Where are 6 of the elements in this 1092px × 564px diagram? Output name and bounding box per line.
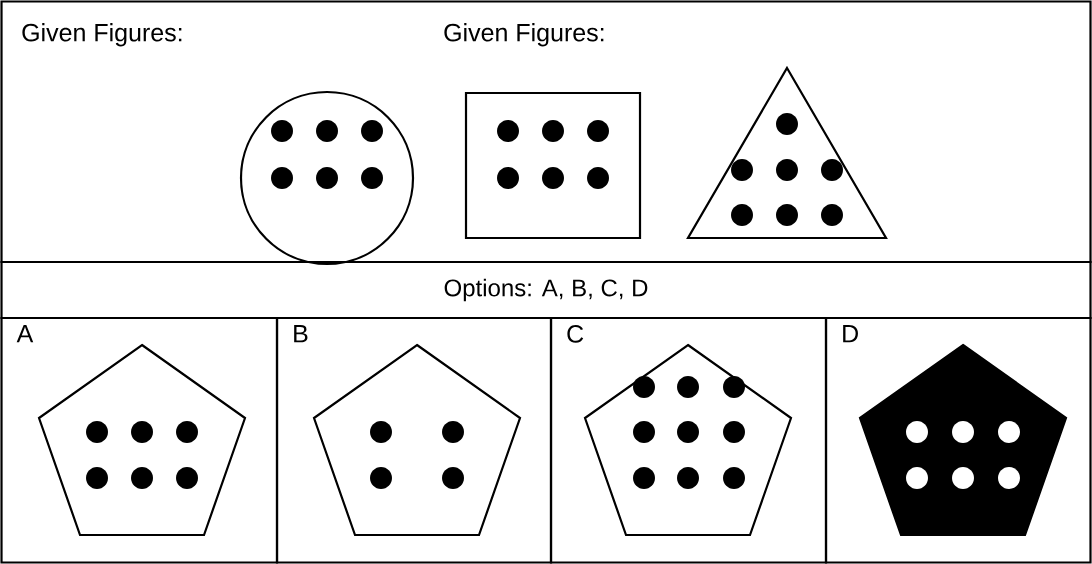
option-cell: B	[275, 316, 553, 564]
option-cell: D	[824, 316, 1092, 564]
option-cell: C	[549, 316, 828, 564]
option-cell: A	[0, 316, 279, 564]
figures-panel: Given Figures: Given Figures:	[0, 0, 1092, 264]
options-header: Options: A, B, C, D	[0, 260, 1092, 320]
